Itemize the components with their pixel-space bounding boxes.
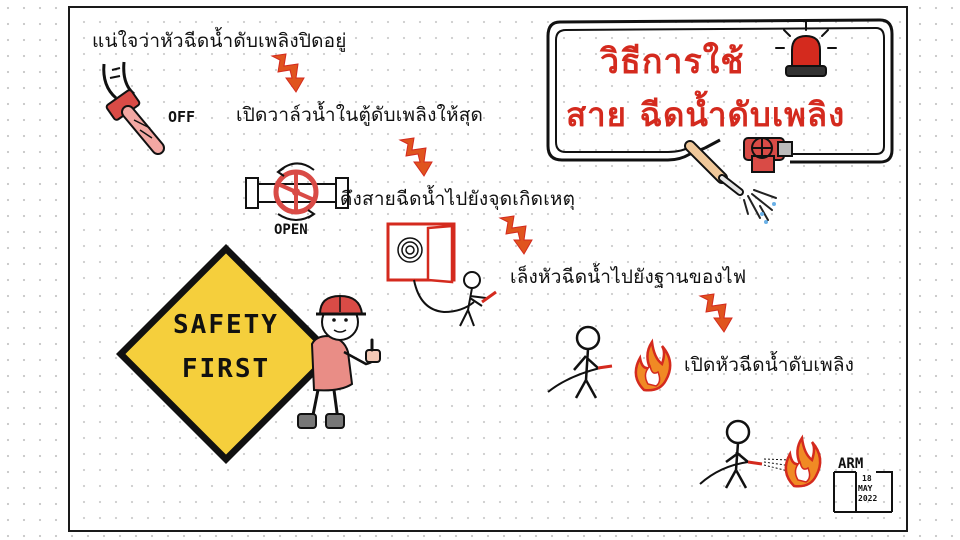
- figure-aiming: [547, 325, 613, 399]
- signature-day: 18: [862, 474, 872, 483]
- step-5-text: เปิดหัวฉีดน้ำดับเพลิง: [684, 354, 855, 376]
- figure-spraying: [699, 419, 793, 489]
- siren-icon: [775, 21, 837, 77]
- flame-icon: [634, 338, 672, 392]
- title-board: [546, 18, 894, 224]
- valve-wheel-icon: [245, 162, 349, 221]
- hydrant-valve-icon: [743, 137, 793, 173]
- sign-line-2: FIRST: [181, 354, 271, 384]
- step-4-text: เล็งหัวฉีดน้ำไปยังฐานของไฟ: [510, 266, 747, 288]
- step-3-text: ดึงสายฉีดน้ำไปยังจุดเกิดเหตุ: [340, 188, 576, 210]
- flame-icon-2: [784, 434, 822, 488]
- signature-month: MAY: [858, 484, 873, 493]
- step-1-text: แน่ใจว่าหัวฉีดน้ำดับเพลิงปิดอยู่: [92, 30, 347, 52]
- signature-mark: [833, 471, 893, 513]
- signature-name: ARM: [838, 456, 864, 472]
- hose-reel-cabinet-icon: [386, 222, 475, 314]
- figure-pulling-hose: [459, 271, 497, 327]
- valve-open-label: OPEN: [274, 222, 308, 238]
- safety-first-sign: [116, 244, 336, 464]
- hose-nozzle-icon: [102, 61, 165, 155]
- title-line-2: สาย ฉีดน้ำดับเพลิง: [566, 95, 846, 134]
- step-2-text: เปิดวาล์วน้ำในตู้ดับเพลิงให้สุด: [236, 104, 484, 126]
- nozzle-off-label: OFF: [168, 108, 196, 126]
- title-line-1: วิธีการใช้: [600, 42, 745, 82]
- signature-year: 2022: [858, 494, 878, 503]
- worker-figure: [297, 294, 381, 429]
- sign-line-1: SAFETY: [173, 310, 279, 340]
- lightning-arrow-icon: [270, 53, 733, 333]
